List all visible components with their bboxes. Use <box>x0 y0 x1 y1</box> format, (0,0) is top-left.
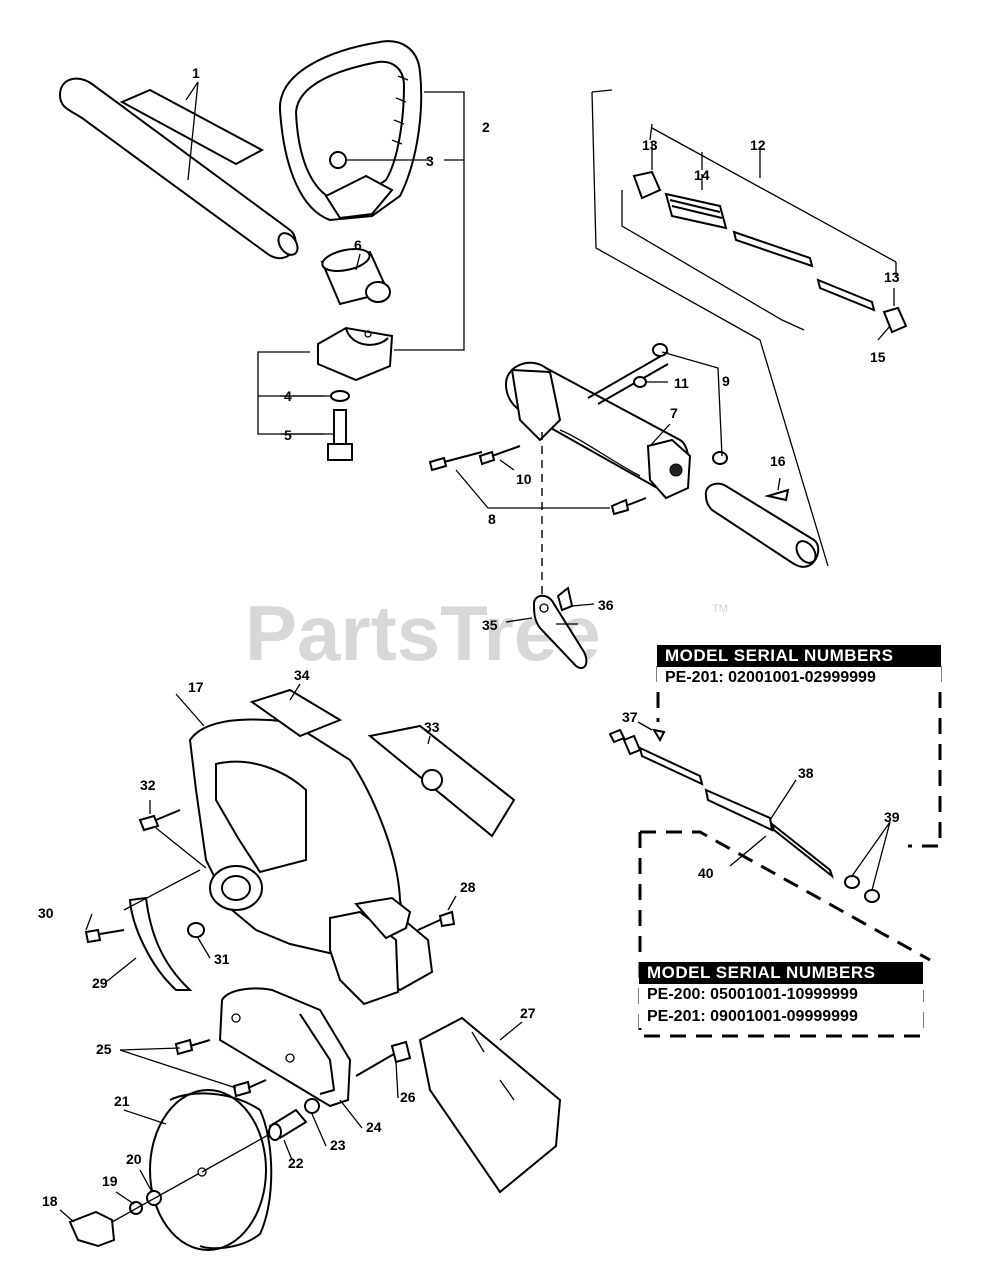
callout-6: 6 <box>354 237 362 253</box>
callout-13b: 13 <box>884 269 900 285</box>
tube-part-16 <box>704 482 820 568</box>
callout-39: 39 <box>884 809 900 825</box>
callout-34: 34 <box>294 667 310 683</box>
drive-shaft-kit-part-12 <box>591 89 908 567</box>
callout-10: 10 <box>516 471 532 487</box>
serial-box-2-row-2: PE-201: 09001001-09999999 <box>639 1006 923 1028</box>
wheel-part-21 <box>149 1089 273 1251</box>
callout-19: 19 <box>102 1173 118 1189</box>
housing-part-7 <box>504 351 692 500</box>
bolt-part-28 <box>417 910 456 931</box>
washer-part-4 <box>330 390 350 402</box>
shaft-kit-part-38 <box>608 728 835 879</box>
callout-35: 35 <box>482 617 498 633</box>
nut-part-11 <box>633 376 647 388</box>
callout-15: 15 <box>870 349 886 365</box>
callout-3: 3 <box>426 153 434 169</box>
bolts-part-8-10 <box>428 445 647 516</box>
bracket-part-29 <box>128 896 193 991</box>
blade-part-27 <box>418 1016 562 1194</box>
screw-part-30 <box>84 928 125 944</box>
callout-11: 11 <box>674 375 689 391</box>
handle-loop-part-2 <box>278 40 423 222</box>
callout-14: 14 <box>694 167 710 183</box>
callout-28: 28 <box>460 879 476 895</box>
bolts-part-25 <box>174 1038 267 1098</box>
label-part-34 <box>249 688 343 738</box>
callout-23: 23 <box>330 1137 346 1153</box>
callout-17: 17 <box>188 679 204 695</box>
serial-box-2: MODEL SERIAL NUMBERS PE-200: 05001001-10… <box>639 962 923 1028</box>
grip-tube-part-1 <box>58 77 299 260</box>
callout-18: 18 <box>42 1193 58 1209</box>
serial-box-2-header: MODEL SERIAL NUMBERS <box>639 962 923 984</box>
callout-9: 9 <box>722 373 730 389</box>
callout-21: 21 <box>114 1093 130 1109</box>
callout-33: 33 <box>424 719 440 735</box>
washer-part-23 <box>304 1098 320 1114</box>
callout-38: 38 <box>798 765 814 781</box>
callout-36: 36 <box>598 597 614 613</box>
callout-12: 12 <box>750 137 766 153</box>
lever-part-35 <box>532 594 588 670</box>
callout-37: 37 <box>622 709 638 725</box>
callout-31: 31 <box>214 951 230 967</box>
bolt-part-5 <box>327 409 353 461</box>
callout-26: 26 <box>400 1089 416 1105</box>
clamp-block <box>317 326 394 382</box>
callout-5: 5 <box>284 427 292 443</box>
serial-box-2-row-1: PE-200: 05001001-10999999 <box>639 984 923 1006</box>
serial-box-1: MODEL SERIAL NUMBERS PE-201: 02001001-02… <box>657 645 941 689</box>
watermark-tm: TM <box>712 603 728 615</box>
bolt-part-32 <box>138 809 181 832</box>
guard-part-17 <box>188 718 434 1006</box>
bolt-part-26 <box>355 1040 412 1077</box>
serial-box-1-row: PE-201: 02001001-02999999 <box>657 667 941 689</box>
callout-8: 8 <box>488 511 496 527</box>
callout-2: 2 <box>482 119 490 135</box>
knob-part-18 <box>68 1210 116 1248</box>
callout-32: 32 <box>140 777 156 793</box>
callout-16: 16 <box>770 453 786 469</box>
axle-part-22 <box>268 1108 308 1141</box>
callout-24: 24 <box>366 1119 382 1135</box>
callout-29: 29 <box>92 975 108 991</box>
callout-27: 27 <box>520 1005 536 1021</box>
callout-20: 20 <box>126 1151 142 1167</box>
sleeve-part-6 <box>320 248 391 306</box>
callout-40: 40 <box>698 865 714 881</box>
callout-7: 7 <box>670 405 678 421</box>
callout-30: 30 <box>38 905 54 921</box>
callout-13a: 13 <box>642 137 658 153</box>
callout-1: 1 <box>192 65 200 81</box>
callout-25: 25 <box>96 1041 112 1057</box>
serial-box-1-header: MODEL SERIAL NUMBERS <box>657 645 941 667</box>
nut-part-31 <box>187 922 205 938</box>
